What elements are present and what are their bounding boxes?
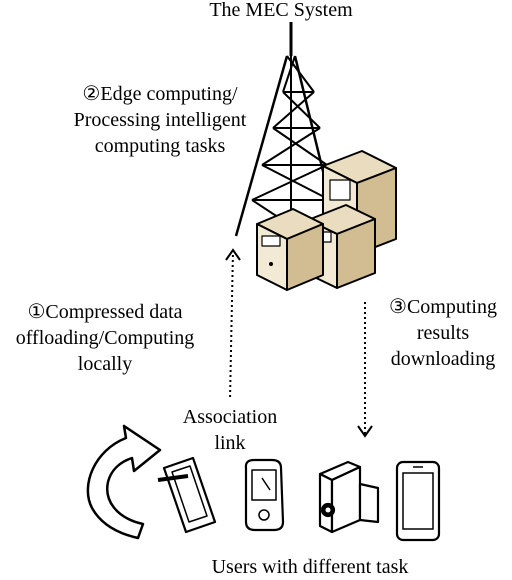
download-label: ③Computing results downloading xyxy=(368,294,512,372)
offloading-label: ①Compressed data offloading/Computing lo… xyxy=(0,299,230,377)
edge-label-line: ②Edge computing/ xyxy=(82,83,238,105)
association-link-label: Association link xyxy=(160,404,300,456)
tower-icon xyxy=(234,22,332,237)
camcorder-icon xyxy=(318,460,380,534)
offload-label-line: offloading/Computing xyxy=(15,327,195,349)
offload-label-line: locally xyxy=(77,353,133,375)
assoc-label-line: Association xyxy=(182,406,278,428)
association-link-arrow xyxy=(225,248,241,401)
download-label-line: results xyxy=(416,322,470,344)
users-label: Users with different task xyxy=(211,556,409,578)
download-arrow xyxy=(357,302,373,438)
download-label-line: downloading xyxy=(390,348,496,370)
server-icon xyxy=(256,208,324,291)
offload-label-line: ①Compressed data xyxy=(27,301,183,323)
edge-label-line: computing tasks xyxy=(94,135,226,157)
assoc-label-line: link xyxy=(214,432,246,454)
smartphone-icon xyxy=(395,460,441,542)
edge-computing-label: ②Edge computing/ Processing intelligent … xyxy=(40,81,280,159)
download-label-line: ③Computing xyxy=(389,296,497,318)
tablet-icon xyxy=(157,456,217,534)
system-title: The MEC System xyxy=(209,0,353,21)
edge-label-line: Processing intelligent xyxy=(73,109,247,131)
rotate-arrow-icon xyxy=(86,424,162,540)
pda-icon xyxy=(244,458,285,532)
